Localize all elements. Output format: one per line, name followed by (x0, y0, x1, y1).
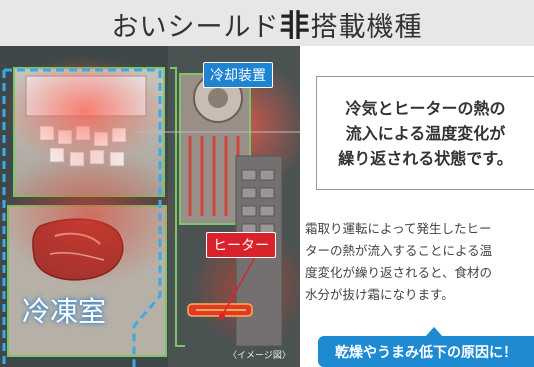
image-note: 〈イメージ図〉 (228, 351, 291, 361)
callout-text: 冷気とヒーターの熱の 流入による温度変化が 繰り返される状態です。 (338, 98, 513, 168)
freezer-illustration (0, 46, 300, 367)
callout-box: 冷気とヒーターの熱の 流入による温度変化が 繰り返される状態です。 (316, 76, 534, 190)
conclusion-banner: 乾燥やうまみ低下の原因に！ (318, 336, 534, 367)
page-title: おいシールド非搭載機種 (112, 1, 423, 45)
title-suffix: 搭載機種 (310, 12, 423, 43)
title-bar: おいシールド非搭載機種 (0, 0, 534, 46)
title-prefix: おいシールド (111, 12, 280, 43)
freezer-label: 冷凍室 (22, 295, 107, 328)
freezer-outline (2, 68, 162, 367)
banner-text: 乾燥やうまみ低下の原因に！ (335, 344, 517, 361)
freezer-diagram (0, 46, 300, 367)
heater-label: ヒーター (206, 232, 276, 258)
banner-pointer (425, 327, 443, 337)
cooling-device-label: 冷却装置 (203, 62, 273, 88)
heater (187, 251, 259, 319)
title-emphasis: 非 (279, 9, 311, 44)
description-text: 霜取り運転によって発生したヒー ターの熱が流入することによる温 度変化が繰り返さ… (305, 221, 493, 302)
